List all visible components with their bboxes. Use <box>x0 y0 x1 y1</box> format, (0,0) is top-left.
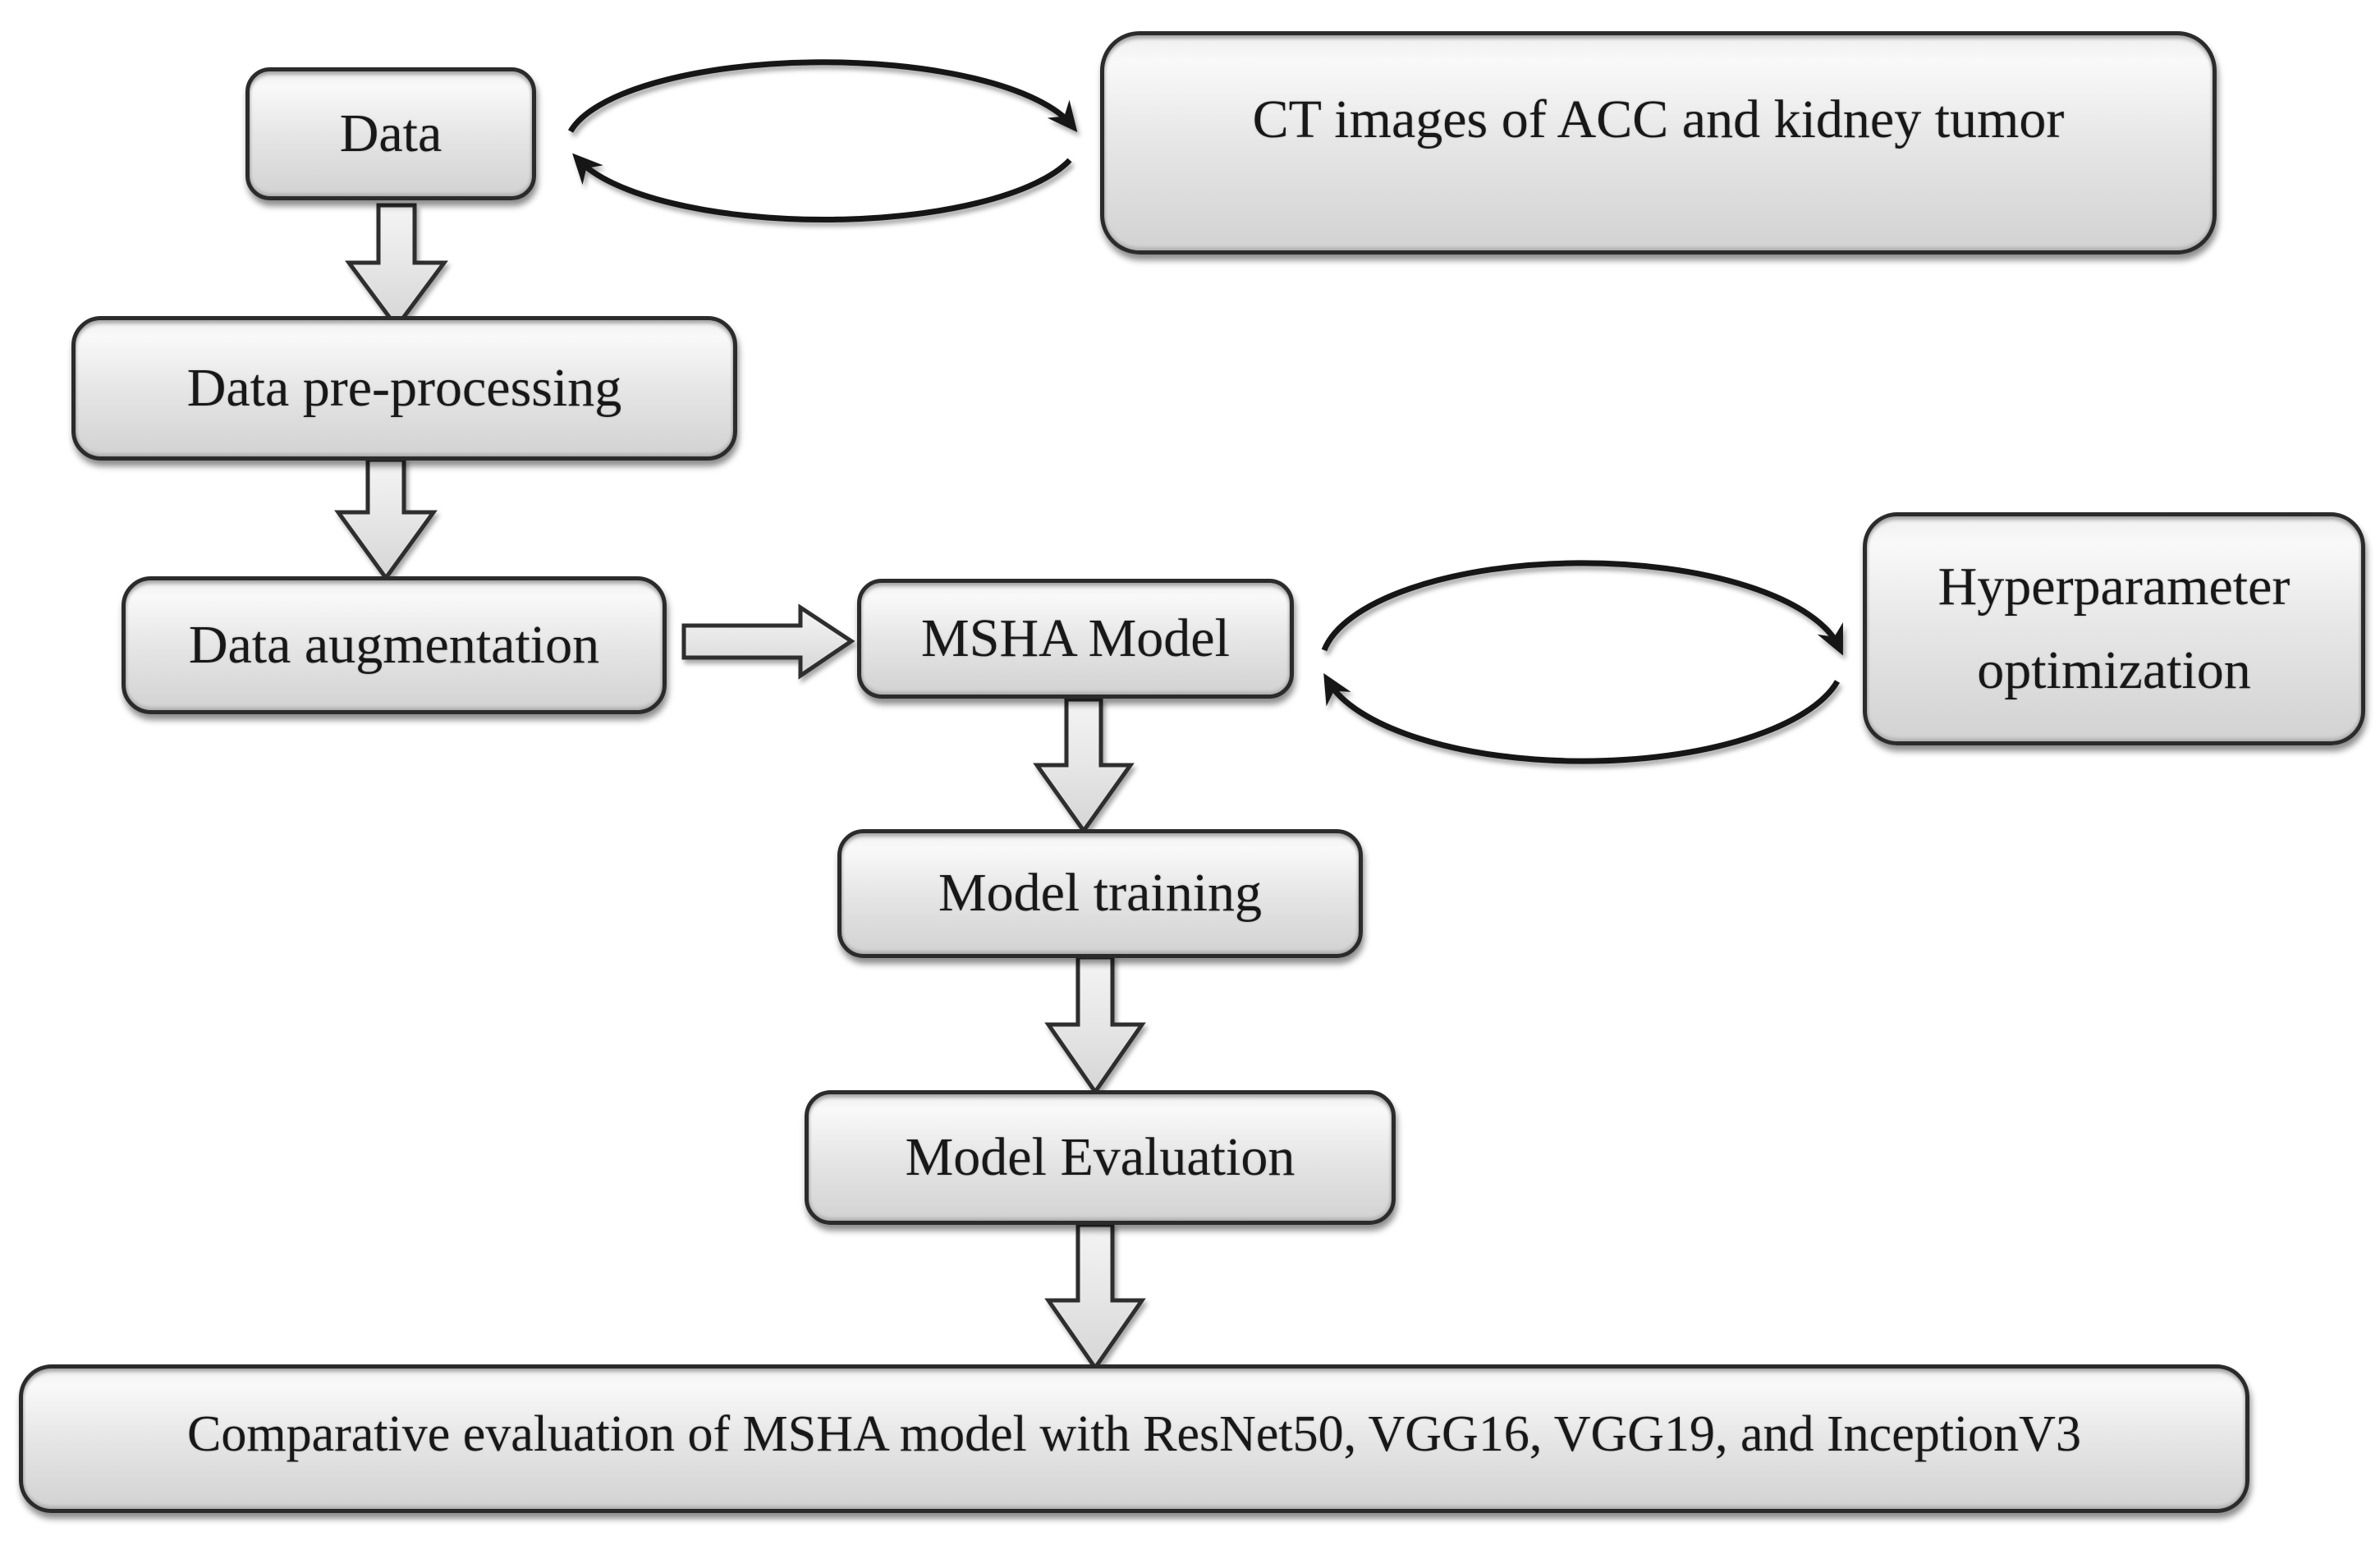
node-comparative-evaluation: Comparative evaluation of MSHA model wit… <box>19 1364 2249 1513</box>
node-model-training: Model training <box>837 829 1363 958</box>
node-data: Data <box>245 67 536 200</box>
arrow-preprocessing-to-augmentation <box>334 457 438 582</box>
arrow-training-to-evaluation <box>1044 955 1146 1096</box>
cycle-arrow-hyper-top <box>1321 560 1843 656</box>
arrow-augmentation-to-msha <box>681 603 855 680</box>
node-model-evaluation-label: Model Evaluation <box>905 1126 1295 1187</box>
node-data-augmentation-label: Data augmentation <box>188 614 600 675</box>
arrow-evaluation-to-comparative <box>1044 1222 1146 1372</box>
node-ct-images-label: CT images of ACC and kidney tumor <box>1252 89 2065 149</box>
arrow-data-to-preprocessing <box>345 203 448 331</box>
cycle-arrow-data-top <box>567 59 1078 133</box>
node-data-preprocessing: Data pre-processing <box>71 316 737 461</box>
node-hyperparameter-optimization-label: Hyperparameter optimization <box>1937 556 2291 700</box>
cycle-arrow-hyper-bottom <box>1323 673 1841 764</box>
node-model-evaluation: Model Evaluation <box>805 1090 1396 1225</box>
node-hyperparameter-optimization: Hyperparameter optimization <box>1863 512 2365 745</box>
arrow-msha-to-training <box>1033 697 1135 835</box>
node-data-preprocessing-label: Data pre-processing <box>186 357 622 418</box>
node-msha-model: MSHA Model <box>857 579 1294 699</box>
node-data-label: Data <box>339 103 443 163</box>
node-ct-images: CT images of ACC and kidney tumor <box>1100 31 2217 254</box>
node-msha-model-label: MSHA Model <box>921 607 1230 668</box>
node-data-augmentation: Data augmentation <box>122 576 667 714</box>
cycle-arrow-data-bottom <box>572 153 1072 223</box>
node-model-training-label: Model training <box>938 863 1263 924</box>
node-comparative-evaluation-label: Comparative evaluation of MSHA model wit… <box>187 1405 2081 1462</box>
